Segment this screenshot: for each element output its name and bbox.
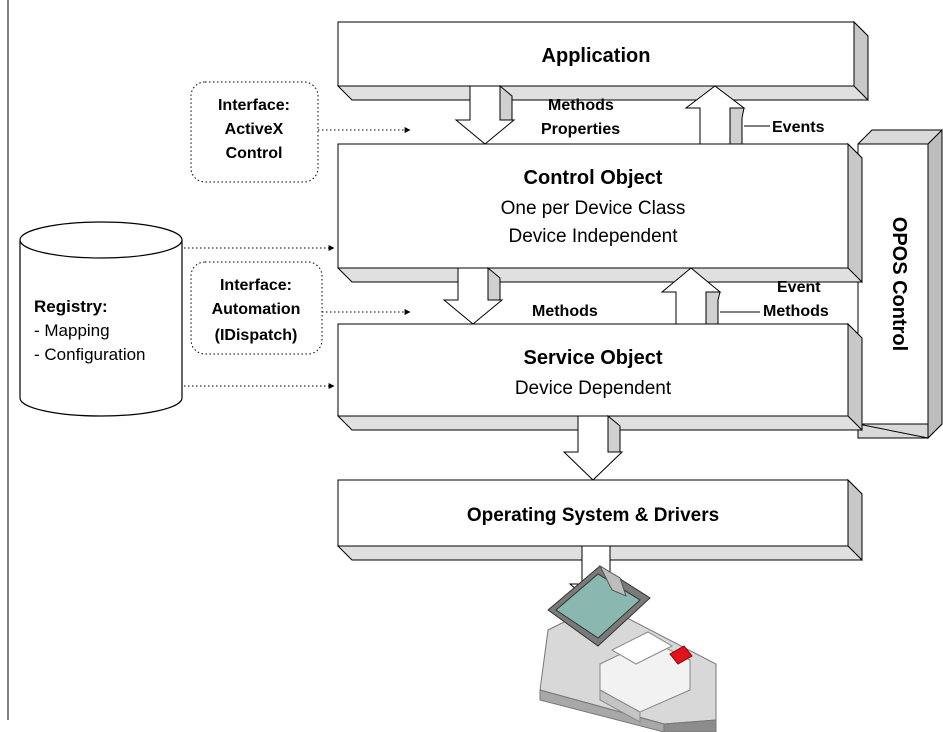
control-object-box: Control Object One per Device Class Devi…	[337, 142, 863, 284]
opos-control-panel: OPOS Control	[857, 128, 943, 440]
interface-automation-box: Interface: Automation (IDispatch)	[190, 261, 323, 355]
control-object-line1: One per Device Class	[501, 198, 686, 219]
methods-properties-down-arrow	[454, 84, 516, 145]
events-label: Events	[772, 119, 825, 136]
control-object-title: Control Object	[524, 167, 663, 189]
opos-control-label: OPOS Control	[888, 217, 910, 351]
properties-label: Properties	[541, 121, 620, 138]
application-label: Application	[542, 45, 651, 67]
registry-item-mapping: - Mapping	[34, 321, 110, 340]
service-object-box: Service Object Device Dependent	[336, 322, 863, 432]
operating-system-label: Operating System & Drivers	[467, 505, 719, 526]
registry-title: Registry:	[34, 297, 108, 316]
registry-item-configuration: - Configuration	[34, 345, 146, 364]
event-label: Event	[777, 279, 821, 296]
activex-line3: Control	[226, 145, 283, 162]
activex-line2: ActiveX	[225, 121, 284, 138]
pos-terminal-image	[539, 564, 717, 732]
control-object-line2: Device Independent	[508, 226, 678, 247]
event-methods-up-arrow	[660, 267, 722, 325]
methods-label-1: Methods	[548, 97, 614, 114]
automation-line2: Automation	[212, 301, 301, 318]
registry-database: Registry: - Mapping - Configuration	[19, 221, 183, 417]
activex-line1: Interface:	[218, 97, 290, 114]
automation-line3: (IDispatch)	[215, 327, 298, 344]
event-methods-label: Methods	[763, 303, 829, 320]
service-to-os-arrow	[562, 414, 624, 481]
service-object-line1: Device Dependent	[515, 378, 672, 399]
application-box: Application	[336, 20, 869, 102]
automation-line1: Interface:	[220, 277, 292, 294]
events-up-arrow	[684, 85, 746, 145]
methods-down-arrow	[442, 266, 504, 325]
methods-label-2: Methods	[532, 303, 598, 320]
interface-activex-box: Interface: ActiveX Control	[190, 81, 319, 183]
operating-system-box: Operating System & Drivers	[336, 478, 863, 562]
service-object-title: Service Object	[524, 347, 663, 369]
